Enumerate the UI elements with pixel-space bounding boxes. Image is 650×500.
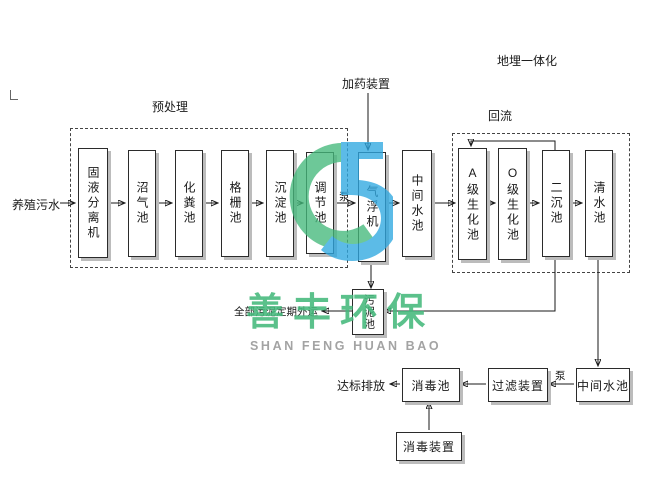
label-pump-top: 泵 <box>339 191 350 203</box>
box-regulation-pool: 调节池 <box>306 152 334 254</box>
box-clear-water-pool: 清水池 <box>585 150 613 257</box>
label-source: 养殖污水 <box>12 198 61 212</box>
box-biogas-pool: 沼气池 <box>128 150 156 257</box>
label-reflux: 回流 <box>488 109 513 123</box>
box-septic-tank: 化粪池 <box>175 150 203 257</box>
arrow-secondary-to-sludge <box>385 256 556 311</box>
box-secondary-sedimentation-pool: 二沉池 <box>542 150 570 257</box>
arrow-reflux-loop <box>471 141 556 150</box>
box-disinfection-pool: 消毒池 <box>402 368 460 402</box>
box-sludge-pool: 污泥池 <box>352 289 384 335</box>
label-pump-bottom: 泵 <box>555 370 566 382</box>
box-grid-pool: 格栅池 <box>221 150 249 257</box>
box-intermediate-pool-bottom: 中间水池 <box>576 368 630 402</box>
box-solid-liquid-separator: 固液分离机 <box>78 148 108 258</box>
box-intermediate-pool-top: 中间水池 <box>402 150 432 257</box>
box-air-flotation-machine: 气浮机 <box>358 152 386 262</box>
label-discharge: 达标排放 <box>337 379 386 393</box>
box-filter-device: 过滤装置 <box>488 368 548 402</box>
label-pretreatment: 预处理 <box>152 100 189 114</box>
box-sedimentation-pool: 沉淀池 <box>266 150 294 257</box>
box-disinfection-device: 消毒装置 <box>396 432 462 461</box>
label-buried-integration: 地埋一体化 <box>497 54 558 68</box>
box-a-level-biochemical-pool: A级生化池 <box>458 148 487 260</box>
stray-corner-mark <box>10 90 18 100</box>
box-o-level-biochemical-pool: O级生化池 <box>498 148 527 260</box>
label-dosing-device: 加药装置 <box>342 77 391 91</box>
label-sludge-out: 全部污泥定期外运 <box>234 306 318 318</box>
